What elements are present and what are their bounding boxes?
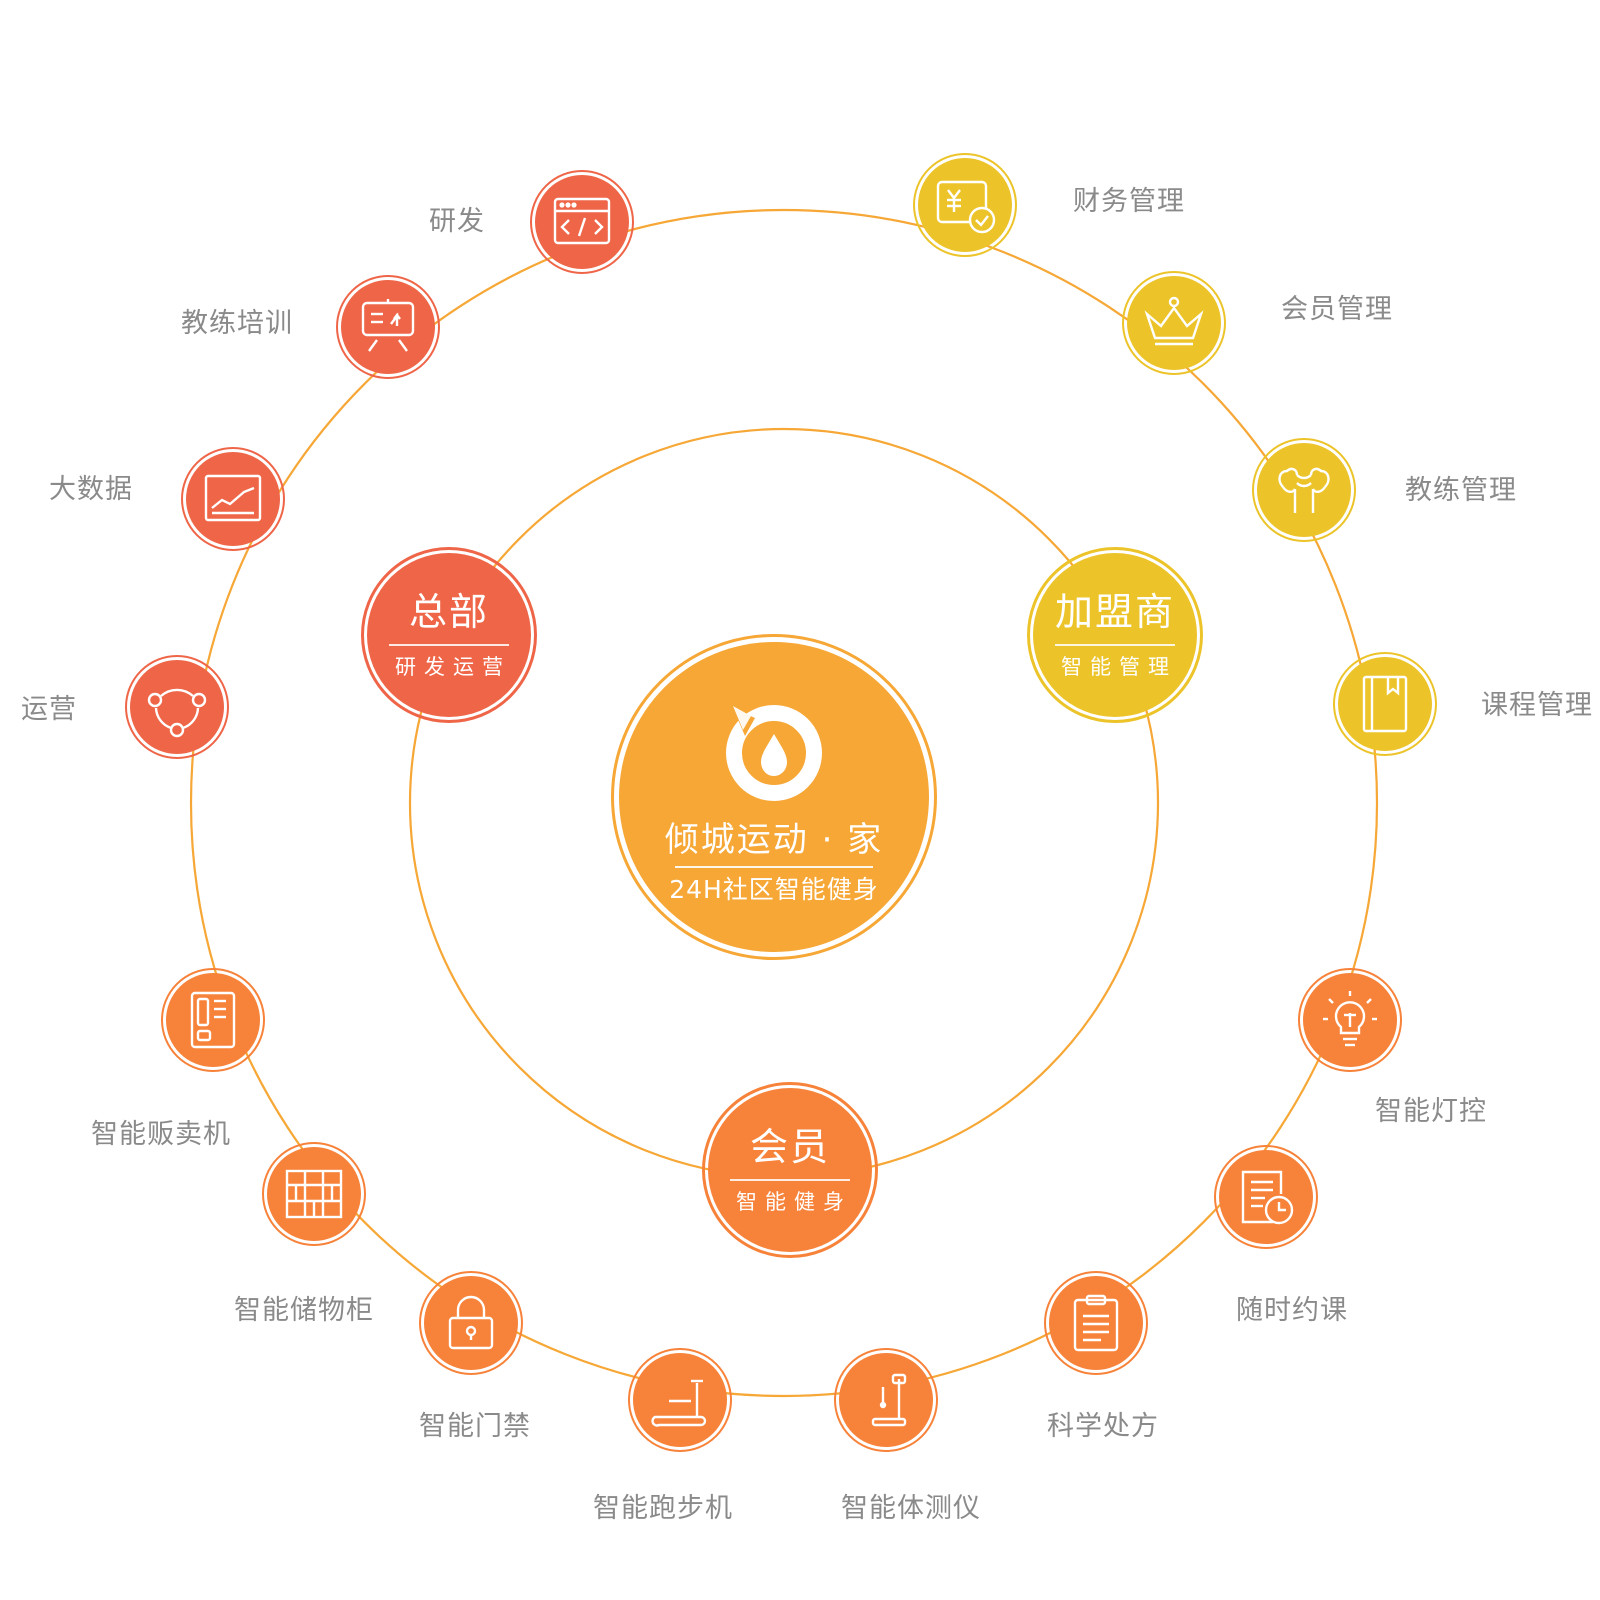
node-course-mgmt[interactable] [1333, 652, 1437, 756]
treadmill-icon [651, 1379, 707, 1427]
node-locker[interactable] [262, 1142, 366, 1246]
light-bulb-icon [1323, 991, 1377, 1047]
label-body-test: 智能体测仪 [841, 1493, 981, 1524]
label-prescription: 科学处方 [1047, 1411, 1159, 1442]
label-vending: 智能贩卖机 [91, 1119, 231, 1150]
book-icon [1362, 675, 1408, 733]
label-locker: 智能储物柜 [234, 1295, 374, 1326]
node-prescription[interactable] [1044, 1271, 1148, 1375]
label-course-mgmt: 课程管理 [1481, 690, 1593, 721]
hub-title: 总部 [408, 590, 489, 634]
outer-ring [189, 208, 1379, 1398]
yen-check-icon [936, 180, 996, 234]
label-member-mgmt: 会员管理 [1281, 294, 1393, 325]
label-coach-training: 教练培训 [181, 308, 293, 339]
hub-member[interactable]: 会员 智能健身 [702, 1082, 878, 1258]
vending-machine-icon [190, 991, 236, 1049]
node-coach-mgmt[interactable] [1252, 438, 1356, 542]
node-treadmill[interactable] [628, 1348, 732, 1452]
label-door: 智能门禁 [419, 1411, 531, 1442]
node-body-test[interactable] [834, 1348, 938, 1452]
body-scale-icon [871, 1373, 907, 1427]
brand-divider [675, 866, 873, 868]
label-booking: 随时约课 [1236, 1295, 1348, 1326]
crown-icon [1144, 296, 1204, 346]
node-coach-training[interactable] [336, 275, 440, 379]
locker-grid-icon [285, 1169, 343, 1219]
node-operations[interactable] [125, 655, 229, 759]
muscle-icon [1278, 467, 1330, 513]
hub-subtitle: 研发运营 [395, 655, 511, 679]
brand-tagline: 24H社区智能健身 [669, 875, 879, 904]
node-member-mgmt[interactable] [1122, 271, 1226, 375]
node-vending[interactable] [161, 968, 265, 1072]
brand-name: 倾城运动 · 家 [664, 820, 884, 860]
hub-headquarters[interactable]: 总部 研发运营 [361, 547, 537, 723]
node-booking[interactable] [1214, 1145, 1318, 1249]
label-big-data: 大数据 [49, 474, 133, 505]
hub-subtitle: 智能管理 [1061, 655, 1177, 679]
node-big-data[interactable] [181, 447, 285, 551]
label-finance: 财务管理 [1073, 186, 1185, 217]
padlock-icon [448, 1295, 494, 1350]
hub-divider [1055, 644, 1175, 646]
hub-subtitle: 智能健身 [736, 1190, 852, 1214]
node-finance[interactable] [913, 153, 1017, 257]
center-brand-circle: 倾城运动 · 家 24H社区智能健身 [611, 634, 937, 960]
clipboard-icon [1073, 1294, 1119, 1352]
hub-title: 会员 [749, 1125, 830, 1169]
hub-divider [730, 1179, 850, 1181]
label-operations: 运营 [21, 694, 77, 725]
hub-title: 加盟商 [1054, 590, 1175, 634]
label-lighting: 智能灯控 [1375, 1096, 1487, 1127]
node-rnd[interactable] [530, 170, 634, 274]
node-door[interactable] [419, 1271, 523, 1375]
hub-franchise[interactable]: 加盟商 智能管理 [1027, 547, 1203, 723]
node-lighting[interactable] [1298, 968, 1402, 1072]
hub-divider [389, 644, 509, 646]
presentation-board-icon [361, 299, 415, 352]
label-treadmill: 智能跑步机 [593, 1493, 733, 1524]
drop-ring-logo-icon [726, 705, 822, 801]
label-coach-mgmt: 教练管理 [1405, 475, 1517, 506]
share-network-icon [147, 688, 207, 738]
code-window-icon [553, 197, 611, 245]
schedule-clock-icon [1241, 1170, 1294, 1225]
label-rnd: 研发 [429, 206, 485, 237]
line-chart-icon [204, 474, 262, 522]
